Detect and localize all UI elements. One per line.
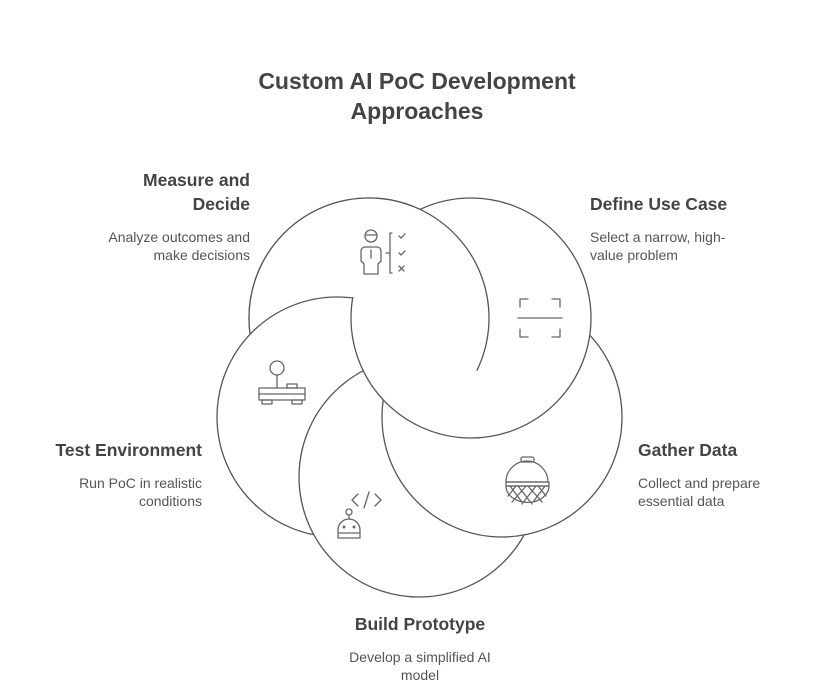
basket-icon bbox=[505, 456, 550, 505]
step-measure-desc: Analyze outcomes and make decisions bbox=[60, 228, 250, 264]
step-test-desc-line-1: Run PoC in realistic bbox=[79, 475, 202, 491]
decision-checklist-icon bbox=[360, 229, 406, 275]
step-gather-title: Gather Data bbox=[638, 438, 838, 462]
step-gather-desc-line-2: essential data bbox=[638, 493, 725, 509]
step-build-desc-line-2: model bbox=[400, 667, 440, 683]
step-build-desc-line-1: Develop a simplified AI bbox=[349, 649, 491, 665]
step-build-title: Build Prototype bbox=[300, 612, 540, 636]
step-measure-desc-line-2: make decisions bbox=[153, 247, 251, 263]
step-test-desc: Run PoC in realistic conditions bbox=[2, 474, 202, 510]
step-define-desc-line-2: value problem bbox=[590, 247, 678, 263]
scan-frame-icon bbox=[517, 298, 563, 338]
step-define-desc: Select a narrow, high- value problem bbox=[590, 228, 810, 264]
step-define-desc-line-1: Select a narrow, high- bbox=[590, 229, 726, 245]
step-measure-title: Measure and Decide bbox=[60, 168, 250, 216]
step-measure-desc-line-1: Analyze outcomes and bbox=[108, 229, 250, 245]
robot-code-icon bbox=[337, 491, 382, 539]
step-define-title-line-1: Define Use Case bbox=[590, 194, 728, 214]
diagram-title: Custom AI PoC Development Approaches bbox=[0, 66, 834, 126]
title-line-2: Approaches bbox=[350, 98, 484, 124]
step-gather-title-line-1: Gather Data bbox=[638, 440, 738, 460]
step-measure-title-line-2: Decide bbox=[192, 194, 250, 214]
joystick-platform-icon bbox=[258, 360, 306, 405]
step-gather-desc: Collect and prepare essential data bbox=[638, 474, 838, 510]
circle-measure-overlay bbox=[248, 197, 490, 439]
step-build-desc: Develop a simplified AI model bbox=[300, 648, 540, 684]
title-line-1: Custom AI PoC Development bbox=[258, 68, 576, 94]
step-gather-desc-line-1: Collect and prepare bbox=[638, 475, 761, 491]
step-test-title: Test Environment bbox=[2, 438, 202, 462]
step-measure-title-line-1: Measure and bbox=[143, 170, 250, 190]
step-build-title-line-1: Build Prototype bbox=[354, 614, 486, 634]
step-test-desc-line-2: conditions bbox=[138, 493, 202, 509]
step-define-title: Define Use Case bbox=[590, 192, 810, 216]
step-test-title-line-1: Test Environment bbox=[55, 440, 202, 460]
